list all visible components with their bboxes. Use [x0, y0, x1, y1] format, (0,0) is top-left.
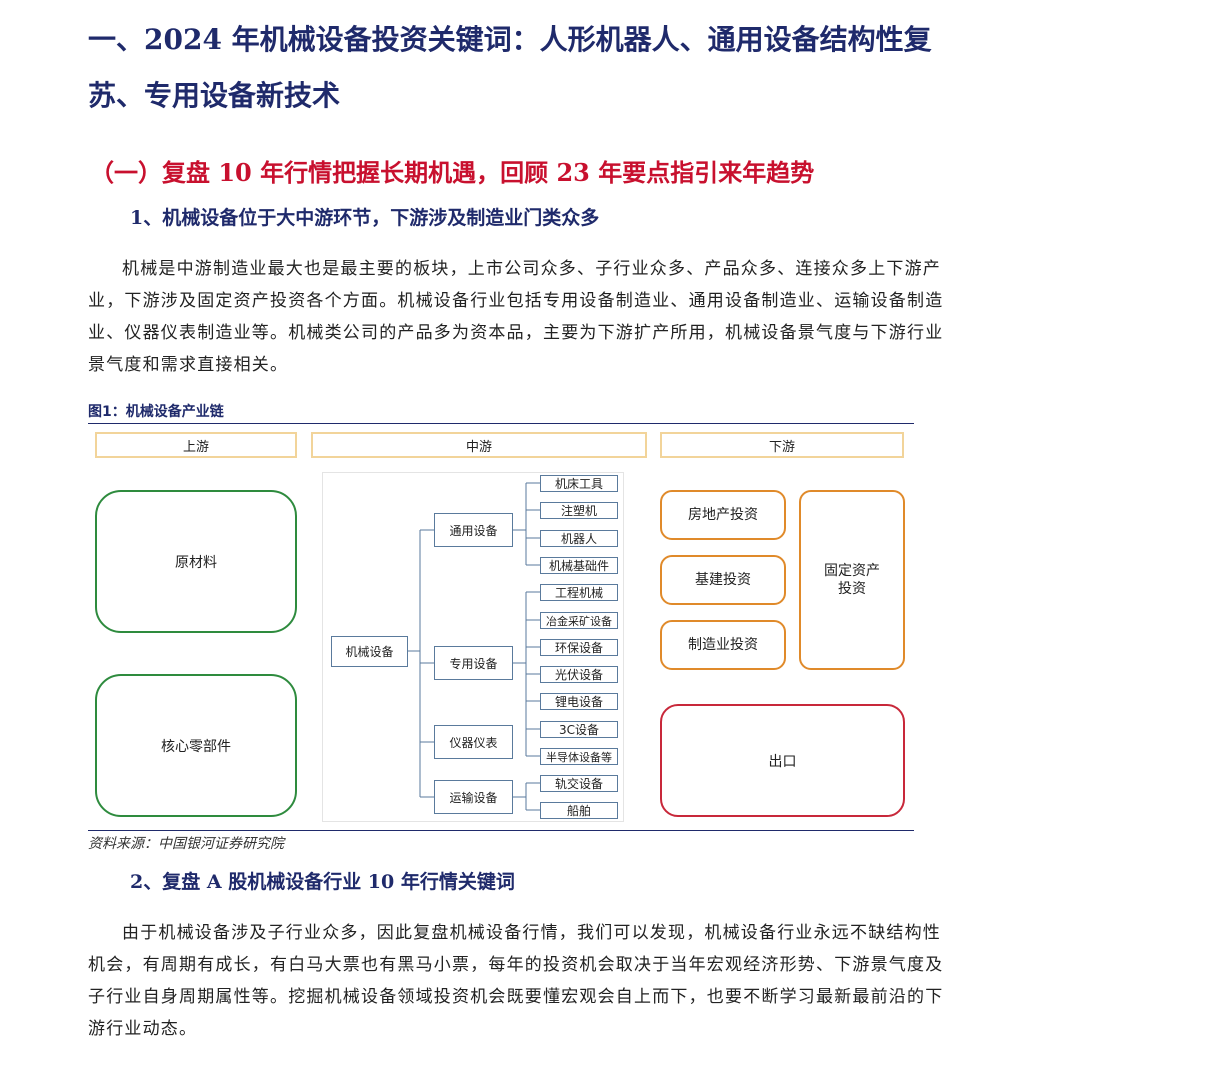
- leaf-special: 光伏设备: [540, 666, 618, 683]
- leaf-transport: 轨交设备: [540, 775, 618, 792]
- figure-title: 图1：机械设备产业链: [88, 404, 224, 420]
- leaf-general: 机床工具: [540, 475, 618, 492]
- node-special: 专用设备: [434, 646, 513, 680]
- header-midstream: 中游: [311, 432, 647, 458]
- header-downstream: 下游: [660, 432, 904, 458]
- leaf-special: 3C设备: [540, 721, 618, 738]
- upstream-core-components: 核心零部件: [95, 674, 297, 817]
- figure-bottom-rule: [88, 830, 914, 831]
- downstream-infrastructure: 基建投资: [660, 555, 786, 605]
- section-heading: （一）复盘 10 年行情把握长期机遇，回顾 23 年要点指引来年趋势: [90, 158, 815, 187]
- leaf-general: 机械基础件: [540, 557, 618, 574]
- header-upstream: 上游: [95, 432, 297, 458]
- main-heading: 一、2024 年机械设备投资关键词：人形机器人、通用设备结构性复苏、专用设备新技…: [88, 23, 932, 112]
- leaf-general: 机器人: [540, 530, 618, 547]
- node-instrument: 仪器仪表: [434, 725, 513, 759]
- downstream-realestate: 房地产投资: [660, 490, 786, 540]
- leaf-special: 工程机械: [540, 584, 618, 601]
- leaf-special: 锂电设备: [540, 693, 618, 710]
- leaf-special: 环保设备: [540, 639, 618, 656]
- leaf-special: 半导体设备等: [540, 748, 618, 765]
- subsection-title-1: 1、机械设备位于大中游环节，下游涉及制造业门类众多: [130, 207, 600, 229]
- paragraph-2: 由于机械设备涉及子行业众多，因此复盘机械设备行情，我们可以发现，机械设备行业永远…: [88, 923, 944, 1039]
- midstream-panel: [322, 472, 624, 822]
- downstream-fixed-assets: 固定资产 投资: [799, 490, 905, 670]
- figure-top-rule: [88, 423, 914, 424]
- leaf-transport: 船舶: [540, 802, 618, 819]
- subsection-title-2: 2、复盘 A 股机械设备行业 10 年行情关键词: [130, 871, 515, 893]
- leaf-general: 注塑机: [540, 502, 618, 519]
- paragraph-1: 机械是中游制造业最大也是最主要的板块，上市公司众多、子行业众多、产品众多、连接众…: [88, 259, 944, 375]
- node-root: 机械设备: [331, 636, 408, 667]
- downstream-manufacturing: 制造业投资: [660, 620, 786, 670]
- figure-source: 资料来源：中国银河证券研究院: [88, 836, 284, 852]
- downstream-export: 出口: [660, 704, 905, 817]
- leaf-special: 冶金采矿设备: [540, 612, 618, 629]
- node-transport: 运输设备: [434, 780, 513, 814]
- upstream-raw-materials: 原材料: [95, 490, 297, 633]
- node-general: 通用设备: [434, 513, 513, 547]
